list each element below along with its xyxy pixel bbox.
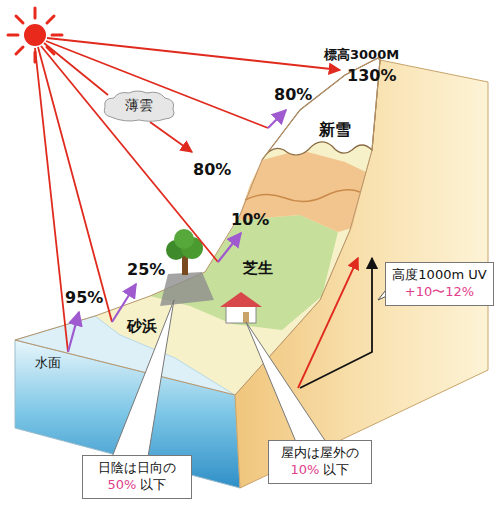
house-symbol bbox=[220, 292, 262, 323]
callout-pointer bbox=[246, 322, 326, 442]
callout-text: 以下 bbox=[140, 477, 166, 492]
text-line: 高度1000m UV bbox=[392, 267, 486, 284]
grass-area bbox=[150, 215, 338, 330]
callout-number: 80% bbox=[274, 86, 312, 104]
slope-line bbox=[245, 190, 360, 202]
callout-number: 130% bbox=[347, 67, 396, 85]
text-line: 50%以下 bbox=[98, 477, 176, 494]
text-line: 10%以下 bbox=[281, 462, 359, 479]
node-content: 薄雲 bbox=[125, 97, 153, 115]
sun-ray bbox=[47, 38, 340, 70]
callout-text: 高度1000m UV bbox=[392, 267, 486, 282]
callout-box: 屋内は屋外の 10%以下 bbox=[268, 440, 372, 484]
callout-text: 薄雲 bbox=[125, 97, 153, 113]
callout-text: 10% bbox=[291, 462, 320, 477]
callout-text: 屋内は屋外の bbox=[281, 445, 359, 460]
callout-number: 標高3000M bbox=[324, 48, 399, 62]
callout-number: 水面 bbox=[35, 356, 61, 370]
sun-ray bbox=[46, 41, 268, 128]
cloud-shape: 薄雲 bbox=[101, 89, 177, 123]
altitude-arrow bbox=[298, 258, 358, 388]
reflection-arrow bbox=[68, 312, 79, 352]
callout-pointer bbox=[112, 300, 174, 457]
beach-surface bbox=[15, 58, 380, 395]
callout-number: 砂浜 bbox=[127, 318, 157, 335]
tree-shadow bbox=[160, 272, 214, 306]
callout-number: 95% bbox=[65, 289, 103, 307]
callout-box: 日陰は日向の 50%以下 bbox=[82, 455, 192, 499]
altitude-arrow bbox=[300, 258, 372, 388]
terrain-outline bbox=[15, 58, 380, 395]
callout-number: 新雪 bbox=[319, 121, 351, 139]
reflection-arrow bbox=[218, 233, 241, 262]
callout-text: 日陰は日向の bbox=[98, 460, 176, 475]
callout-text: 以下 bbox=[323, 462, 349, 477]
sun-ray bbox=[44, 43, 108, 95]
node-content: 屋内は屋外の 10%以下 bbox=[281, 445, 359, 479]
callout-text: +10〜12% bbox=[405, 284, 474, 299]
callout-number: 10% bbox=[231, 211, 269, 229]
sun-ray bbox=[150, 122, 192, 152]
reflection-arrow bbox=[268, 110, 286, 128]
sun-ray bbox=[35, 48, 68, 352]
text-line: +10〜12% bbox=[392, 284, 486, 301]
callout-number: 80% bbox=[193, 161, 231, 179]
node-content: 高度1000m UV +10〜12% bbox=[392, 267, 486, 301]
text-line: 日陰は日向の bbox=[98, 460, 176, 477]
callout-box: 高度1000m UV +10〜12% bbox=[385, 262, 494, 306]
reflection-arrow bbox=[112, 284, 136, 322]
node-content: 日陰は日向の 50%以下 bbox=[98, 460, 176, 494]
text-line: 屋内は屋外の bbox=[281, 445, 359, 462]
callout-number: 芝生 bbox=[243, 260, 273, 277]
text-line: 薄雲 bbox=[125, 97, 153, 115]
callout-number: 25% bbox=[127, 261, 165, 279]
water-surface bbox=[15, 316, 235, 395]
callout-text: 50% bbox=[108, 477, 137, 492]
